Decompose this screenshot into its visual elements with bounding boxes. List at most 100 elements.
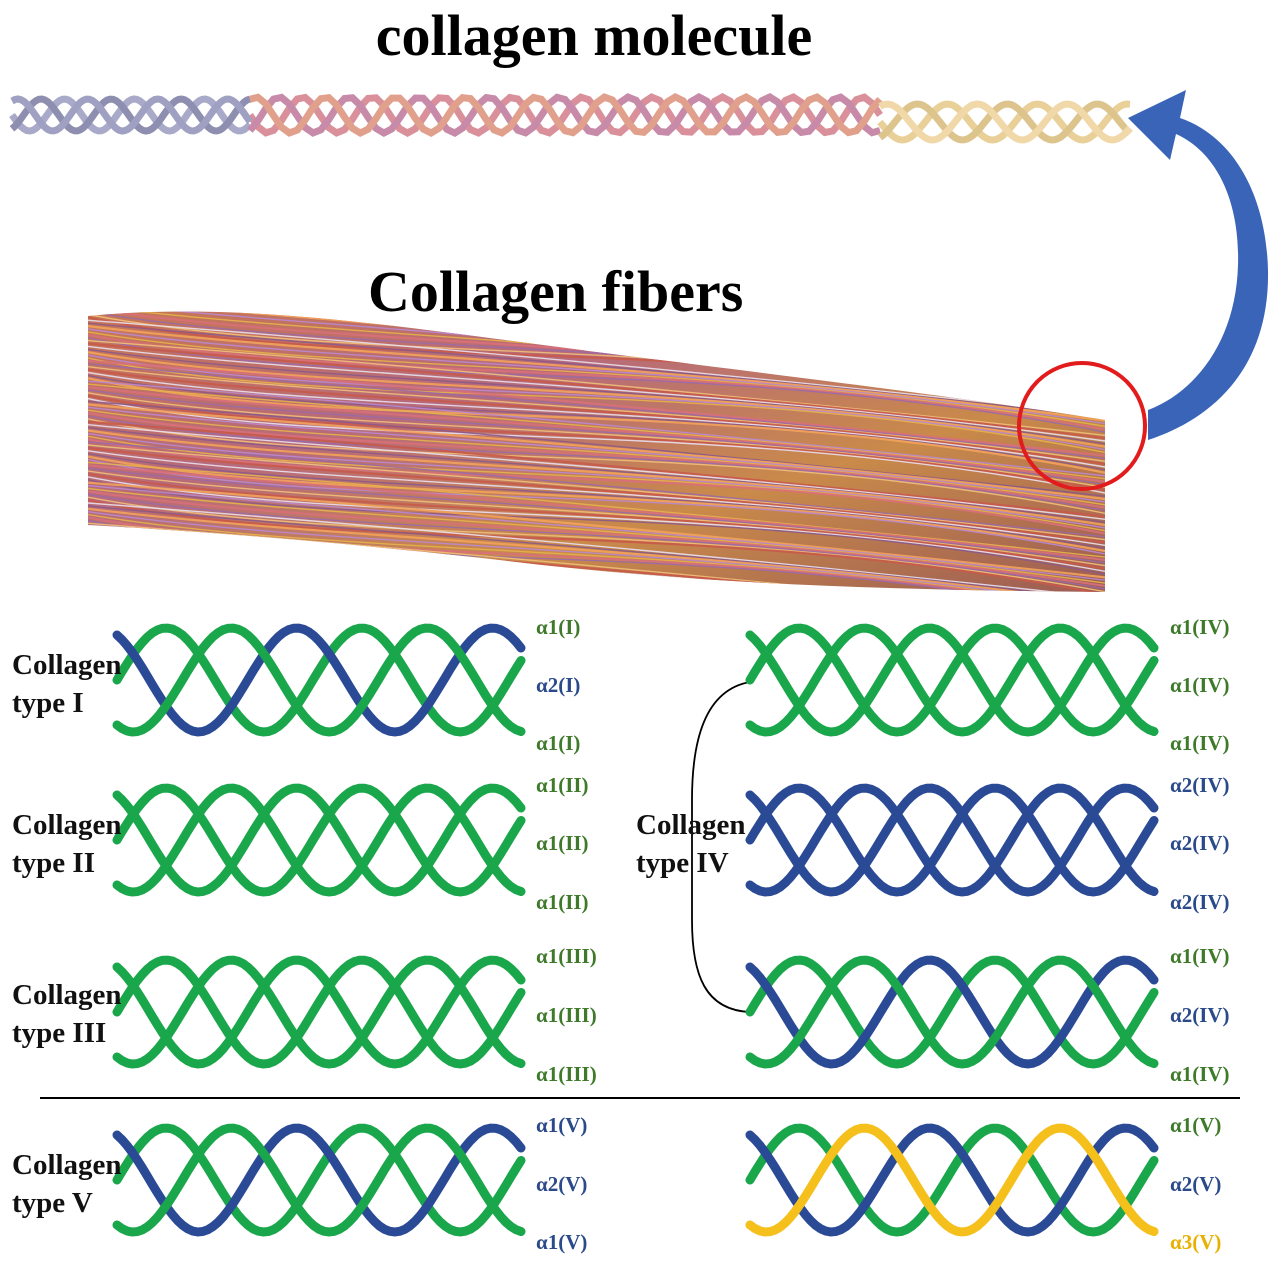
fiber-strand [88, 397, 1105, 495]
chain-label: α1(IV) [1170, 944, 1230, 968]
helix-diagrams [112, 623, 1159, 1237]
fiber-strand [88, 426, 1105, 524]
helix-strand [112, 623, 526, 737]
fiber-strand [88, 476, 1105, 573]
chain-label: α1(IV) [1170, 673, 1230, 697]
helix-strand [112, 1123, 526, 1237]
helix-strand [112, 783, 526, 897]
helix-strand [745, 1123, 1159, 1237]
fiber-strand [88, 415, 1105, 512]
molecule-strand [247, 93, 883, 137]
fiber-strand [88, 406, 1105, 503]
chain-label: α1(V) [536, 1113, 588, 1137]
fiber-strand [88, 368, 1105, 466]
fiber-strand [88, 435, 1105, 532]
triple-helix [112, 955, 526, 1069]
fiber-strand [88, 394, 1105, 492]
fiber-strand [88, 322, 1105, 419]
fiber-strand [88, 409, 1105, 506]
fiber-strand [88, 345, 1105, 443]
fiber-strand [88, 371, 1105, 469]
fiber-strand [88, 490, 1105, 588]
fiber-strand [88, 522, 1105, 592]
molecule-strand [10, 95, 253, 135]
helix-strand [745, 1123, 1159, 1237]
fiber-strand [88, 359, 1105, 457]
fiber-strand [88, 511, 1105, 592]
triple-helix [745, 783, 1159, 897]
chain-label: α2(V) [536, 1172, 588, 1196]
fiber-strand [88, 331, 1105, 428]
fiber-strand [88, 412, 1105, 510]
fiber-strand [88, 464, 1105, 562]
fiber-strand [88, 472, 1105, 571]
chain-label: α1(V) [536, 1230, 588, 1254]
fiber-strand [88, 467, 1105, 564]
chain-label: α1(III) [536, 1003, 597, 1027]
fiber-strand [88, 377, 1105, 475]
fiber-strand [88, 505, 1105, 592]
fiber-strand [88, 487, 1105, 585]
chain-label: α2(IV) [1170, 831, 1230, 855]
helix-strand [112, 955, 526, 1069]
helix-strand [745, 955, 1159, 1069]
triple-helix [745, 955, 1159, 1069]
fiber-strand [88, 418, 1105, 515]
fiber-strand [88, 342, 1105, 440]
helix-strand [745, 623, 1159, 737]
chain-label: α1(IV) [1170, 615, 1230, 639]
fiber-strand [88, 513, 1105, 592]
molecule-strand [877, 100, 1133, 144]
fiber-strand [88, 366, 1105, 463]
helix-strand [745, 955, 1159, 1069]
fiber-strand [88, 385, 1105, 484]
helix-strand [745, 1123, 1159, 1237]
fiber-strand [88, 392, 1105, 489]
chain-label: α2(IV) [1170, 1003, 1230, 1027]
chain-label: α1(V) [1170, 1113, 1222, 1137]
fiber-strand [88, 499, 1105, 592]
molecule-strand [247, 93, 881, 137]
helix-strand [112, 955, 526, 1069]
fiber-strand [88, 446, 1105, 544]
fiber-strand [88, 363, 1105, 460]
chain-label: α1(I) [536, 731, 581, 755]
chain-label: α1(II) [536, 831, 589, 855]
molecule-strand [877, 100, 1131, 144]
helix-strand [112, 783, 526, 897]
fiber-strand [88, 424, 1105, 521]
fiber-strand [88, 432, 1105, 530]
highlight-circle [1017, 361, 1147, 491]
fiber-strand [88, 441, 1105, 538]
fiber-strand [88, 403, 1105, 501]
chain-label: α1(III) [536, 944, 597, 968]
fiber-strand [88, 484, 1105, 582]
collagen-molecule-title: collagen molecule [375, 3, 813, 68]
collagen-molecule-helix [9, 93, 1133, 144]
fiber-strand [88, 458, 1105, 556]
curved-arrow [1128, 90, 1269, 440]
helix-strand [745, 783, 1159, 897]
chain-label: α1(II) [536, 773, 589, 797]
type-iv-bracket [691, 681, 751, 1013]
fiber-strand [88, 333, 1105, 431]
triple-helix [112, 783, 526, 897]
collagen-fibers-title: Collagen fibers [368, 259, 744, 324]
fiber-strand [88, 351, 1105, 449]
molecule-strand [249, 93, 883, 137]
fiber-strand [88, 420, 1105, 518]
fiber-strand [88, 470, 1105, 567]
fiber-strand [88, 455, 1105, 553]
triple-helix [745, 623, 1159, 737]
chain-label: α1(II) [536, 890, 589, 914]
fiber-strand [88, 507, 1105, 592]
fiber-strand [88, 337, 1105, 434]
fiber-strand [88, 479, 1105, 576]
helix-strand [745, 955, 1159, 1069]
fiber-strand [88, 496, 1105, 592]
